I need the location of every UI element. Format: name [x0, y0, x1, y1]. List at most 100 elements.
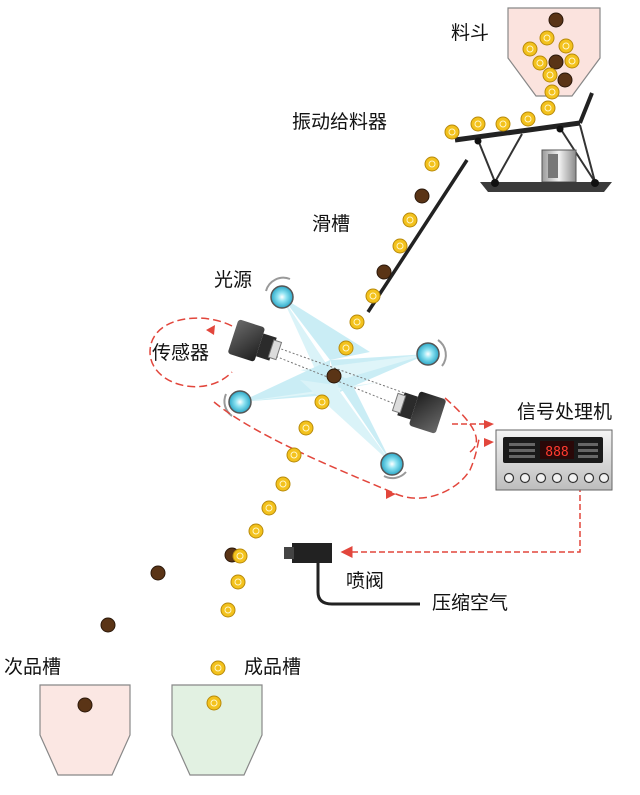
light-source-left	[223, 390, 252, 417]
good-bean	[522, 41, 538, 57]
good-bean	[470, 116, 486, 132]
bean-highlight	[214, 664, 222, 672]
bean-highlight	[302, 424, 310, 432]
sensor-label: 传感器	[152, 342, 210, 364]
good-bean	[532, 55, 548, 71]
good-bean	[248, 523, 264, 539]
good-bean	[210, 660, 226, 676]
defective-bean	[376, 264, 392, 280]
good-bean	[286, 447, 302, 463]
bean-highlight	[524, 115, 532, 123]
good-bean	[365, 288, 381, 304]
good-bean	[298, 420, 314, 436]
defective-bean	[326, 368, 342, 384]
good-bean	[206, 695, 222, 711]
bean-highlight	[448, 128, 456, 136]
bean-highlight	[234, 578, 242, 586]
bean-highlight	[290, 451, 298, 459]
sensor-upper	[228, 319, 283, 362]
good-bean	[558, 38, 574, 54]
good-bean	[520, 111, 536, 127]
bean-highlight	[369, 292, 377, 300]
bean-highlight	[562, 42, 570, 50]
ejector-valve-label: 喷阀	[346, 570, 385, 592]
good-bean	[232, 548, 248, 564]
signal-arrow-2	[386, 490, 396, 499]
good-bean	[542, 67, 558, 83]
good-bean	[444, 124, 460, 140]
defective-bean	[548, 12, 564, 28]
hopper	[507, 7, 601, 97]
hopper-label: 料斗	[451, 22, 490, 44]
good-bean	[275, 476, 291, 492]
good-bean	[540, 100, 556, 116]
defective-bean	[150, 565, 166, 581]
defective-bean	[77, 697, 93, 713]
good-bean	[424, 156, 440, 172]
bean-highlight	[536, 59, 544, 67]
bean-highlight	[568, 57, 576, 65]
reject-bin-label: 次品槽	[4, 656, 62, 678]
bean-highlight	[406, 216, 414, 224]
defective-bean	[557, 72, 573, 88]
bean-highlight	[318, 398, 326, 406]
good-bean	[539, 30, 555, 46]
good-bean	[349, 314, 365, 330]
chute	[366, 159, 469, 313]
bean-highlight	[526, 45, 534, 53]
signal-processor-label: 信号处理机	[517, 401, 613, 423]
bean-highlight	[353, 318, 361, 326]
bean-highlight	[474, 120, 482, 128]
vibratory-feeder	[454, 92, 612, 192]
signal-processor: 888	[495, 429, 613, 491]
vibratory-feeder-label: 振动给料器	[292, 111, 388, 133]
processor-digits: 888	[545, 445, 568, 460]
light-source-top-left	[265, 276, 294, 309]
light-source-bottom	[380, 452, 407, 480]
bean-highlight	[548, 88, 556, 96]
bean-highlight	[428, 160, 436, 168]
bean-highlight	[546, 71, 554, 79]
compressed-air-label: 压缩空气	[432, 592, 509, 614]
good-bean	[230, 574, 246, 590]
light-source-label: 光源	[214, 269, 253, 291]
bean-highlight	[224, 606, 232, 614]
good-bean	[544, 84, 560, 100]
bean-highlight	[265, 504, 273, 512]
bean-highlight	[342, 344, 350, 352]
good-bean	[495, 116, 511, 132]
bean-highlight	[279, 480, 287, 488]
bean-highlight	[210, 699, 218, 707]
defective-bean	[548, 54, 564, 70]
signal-arrow-1	[206, 325, 215, 335]
good-bean	[314, 394, 330, 410]
bean-highlight	[396, 242, 404, 250]
defective-bean	[414, 188, 430, 204]
good-bean	[392, 238, 408, 254]
reject-bin	[39, 684, 131, 776]
processor-display: 888	[540, 441, 574, 460]
defective-bean	[100, 617, 116, 633]
good-bean	[402, 212, 418, 228]
beans	[77, 12, 580, 713]
signal-arrow-3	[484, 438, 494, 447]
bean-highlight	[544, 104, 552, 112]
good-bean	[564, 53, 580, 69]
bean-highlight	[252, 527, 260, 535]
bean-highlight	[499, 120, 507, 128]
ejector-valve	[284, 543, 420, 606]
bean-highlight	[236, 552, 244, 560]
good-bean	[261, 500, 277, 516]
bean-highlight	[543, 34, 551, 42]
accept-bin	[171, 684, 263, 776]
light-source-right	[416, 339, 447, 367]
good-bean	[338, 340, 354, 356]
accept-bin-label: 成品槽	[244, 656, 302, 678]
sensor-lower	[391, 391, 446, 434]
light-beams	[240, 297, 428, 464]
good-bean	[220, 602, 236, 618]
valve-signal-line	[340, 486, 581, 558]
signal-paths	[149, 317, 481, 499]
chute-label: 滑槽	[312, 213, 351, 235]
